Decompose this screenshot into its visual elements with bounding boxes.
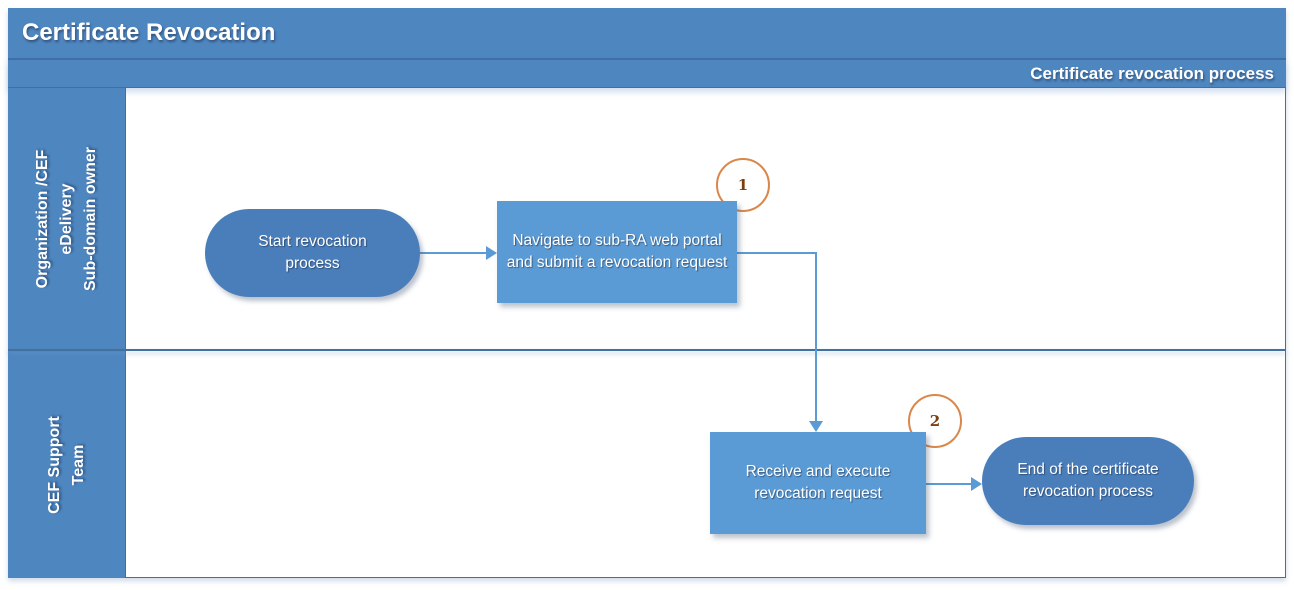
connector-task1-to-task2-horizontal [737,252,817,254]
end-node: End of the certificate revocation proces… [982,437,1194,525]
start-node: Start revocation process [205,209,420,297]
connector-task2-to-end [926,483,972,485]
connector-task1-to-task2-vertical [815,252,817,422]
arrowhead-icon [971,477,982,491]
lane-label-organization-text: Organization /CEF eDelivery Sub-domain o… [33,146,99,291]
task-node-receive-execute: Receive and execute revocation request [710,432,926,534]
arrowhead-icon [809,421,823,432]
lane-divider [8,349,1286,351]
lane-label-cef-support-team-text: CEF Support Team [45,415,87,514]
lane-label-organization: Organization /CEF eDelivery Sub-domain o… [8,88,126,349]
arrowhead-icon [486,246,497,260]
lane-label-cef-support-team: CEF Support Team [8,351,126,578]
diagram-title: Certificate Revocation [8,8,1286,60]
connector-start-to-task1 [420,252,486,254]
step-badge-1-number: 1 [737,176,749,194]
phase-header: Certificate revocation process [8,60,1286,88]
step-badge-2-number: 2 [929,412,941,430]
task-node-navigate-portal: Navigate to sub-RA web portal and submit… [497,201,737,303]
